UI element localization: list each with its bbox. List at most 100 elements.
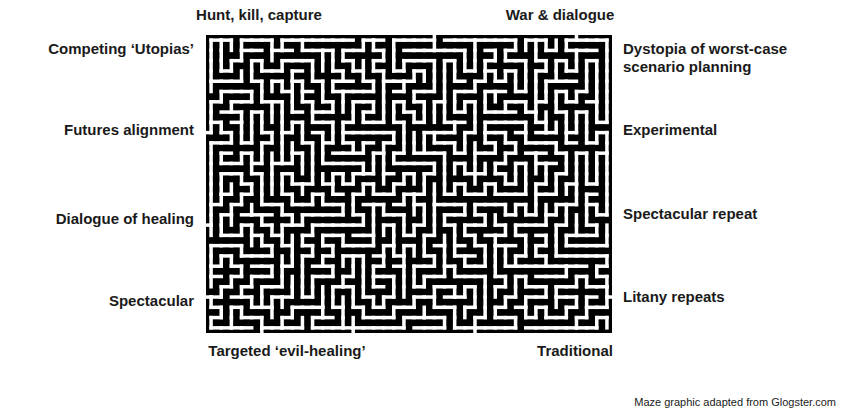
maze-passage <box>412 205 416 215</box>
maze-passage <box>402 287 406 297</box>
maze-passage <box>565 184 569 194</box>
maze-passage <box>221 151 231 155</box>
maze-exit-label: Spectacular repeat <box>623 205 757 223</box>
maze-passage <box>544 205 548 215</box>
maze-passage <box>341 102 345 112</box>
maze-passage <box>384 172 394 176</box>
maze-passage <box>260 328 264 334</box>
maze-passage <box>321 61 325 71</box>
maze-passage <box>433 112 437 122</box>
maze-passage <box>422 71 426 81</box>
maze-passage <box>343 79 353 83</box>
maze-passage <box>252 49 262 53</box>
maze-passage <box>587 295 597 299</box>
maze-passage <box>554 40 558 50</box>
maze-passage <box>280 297 284 307</box>
maze-passage <box>412 246 416 256</box>
maze-passage <box>455 121 465 125</box>
maze-passage <box>292 110 302 114</box>
maze-ground <box>206 35 612 333</box>
maze-exit-label: Traditional <box>537 342 613 360</box>
credit-note: Maze graphic adapted from Glogster.com <box>634 396 836 409</box>
maze-passage <box>242 213 252 217</box>
maze-exit-label: Futures alignment <box>64 121 194 139</box>
maze-passage <box>280 256 284 266</box>
maze-passage <box>205 223 211 227</box>
maze-passage <box>313 131 323 135</box>
maze-passage <box>445 295 455 299</box>
maze-passage <box>301 318 305 328</box>
maze-exit-label: Dystopia of worst-case scenario planning <box>623 40 828 76</box>
maze-passage <box>341 256 345 266</box>
maze-passage <box>230 215 234 225</box>
maze-passage <box>230 40 234 50</box>
maze-passage <box>554 122 558 132</box>
maze-passage <box>333 193 343 197</box>
maze-passage <box>242 326 252 330</box>
maze-passage <box>205 295 211 299</box>
maze-passage <box>373 38 383 42</box>
maze-passage <box>433 184 437 194</box>
maze-passage <box>516 131 526 135</box>
maze-passage <box>262 213 272 217</box>
maze-passage <box>494 215 498 225</box>
maze-passage <box>301 163 305 173</box>
maze-passage <box>505 244 515 248</box>
maze-passage <box>483 163 487 173</box>
maze-passage <box>341 297 345 307</box>
maze-exit-label: Competing ‘Utopias’ <box>48 40 194 58</box>
maze-exit-label: Dialogue of healing <box>56 210 194 228</box>
maze-passage <box>270 112 274 122</box>
maze-passage <box>363 141 373 145</box>
maze-passage <box>576 264 586 268</box>
maze-passage <box>343 38 353 42</box>
maze-passage <box>566 79 576 83</box>
maze-passage <box>422 307 426 317</box>
maze-passage <box>205 131 211 135</box>
maze-passage <box>270 307 274 317</box>
maze-passage <box>494 92 498 102</box>
maze-passage <box>353 234 363 238</box>
maze-passage <box>473 328 477 334</box>
maze-passage <box>291 143 295 153</box>
maze-exit-label: Litany repeats <box>623 288 725 306</box>
maze-passage <box>465 254 475 258</box>
maze-passage <box>575 34 579 40</box>
maze-passage <box>434 244 444 248</box>
maze-passage <box>412 133 416 143</box>
maze-passage <box>433 34 437 40</box>
maze-passage <box>373 285 383 289</box>
maze-passage <box>211 275 221 279</box>
maze-passage <box>270 184 274 194</box>
maze-passage <box>605 318 609 328</box>
maze-passage <box>455 79 465 83</box>
maze-passage <box>394 203 404 207</box>
maze-passage <box>351 328 355 334</box>
maze-passage <box>333 151 343 155</box>
maze-passage <box>291 276 295 286</box>
maze-passage <box>323 316 333 320</box>
maze-passage <box>382 225 386 235</box>
maze-passage <box>270 81 274 91</box>
maze-exit-label: War & dialogue <box>506 6 615 24</box>
maze-exit-label: Hunt, kill, capture <box>196 6 322 24</box>
maze-exit-label: Targeted ‘evil-healing’ <box>208 342 365 360</box>
maze-passage <box>575 215 579 225</box>
maze-passage <box>566 141 576 145</box>
maze-passage <box>536 234 546 238</box>
maze-passage <box>270 50 274 60</box>
maze-passage <box>414 326 424 330</box>
maze-passages <box>205 34 613 334</box>
maze-exit-label: Experimental <box>623 121 717 139</box>
maze-passage <box>373 254 383 258</box>
maze-passage <box>230 184 234 194</box>
maze-passage <box>607 295 613 299</box>
maze-passage <box>231 121 241 125</box>
maze-passage <box>453 163 457 173</box>
maze-passage <box>231 295 241 299</box>
maze-passage <box>524 40 528 50</box>
maze-passage <box>605 225 609 235</box>
maze-passage <box>321 287 325 297</box>
maze-passage <box>240 71 244 81</box>
maze-passage <box>526 151 536 155</box>
